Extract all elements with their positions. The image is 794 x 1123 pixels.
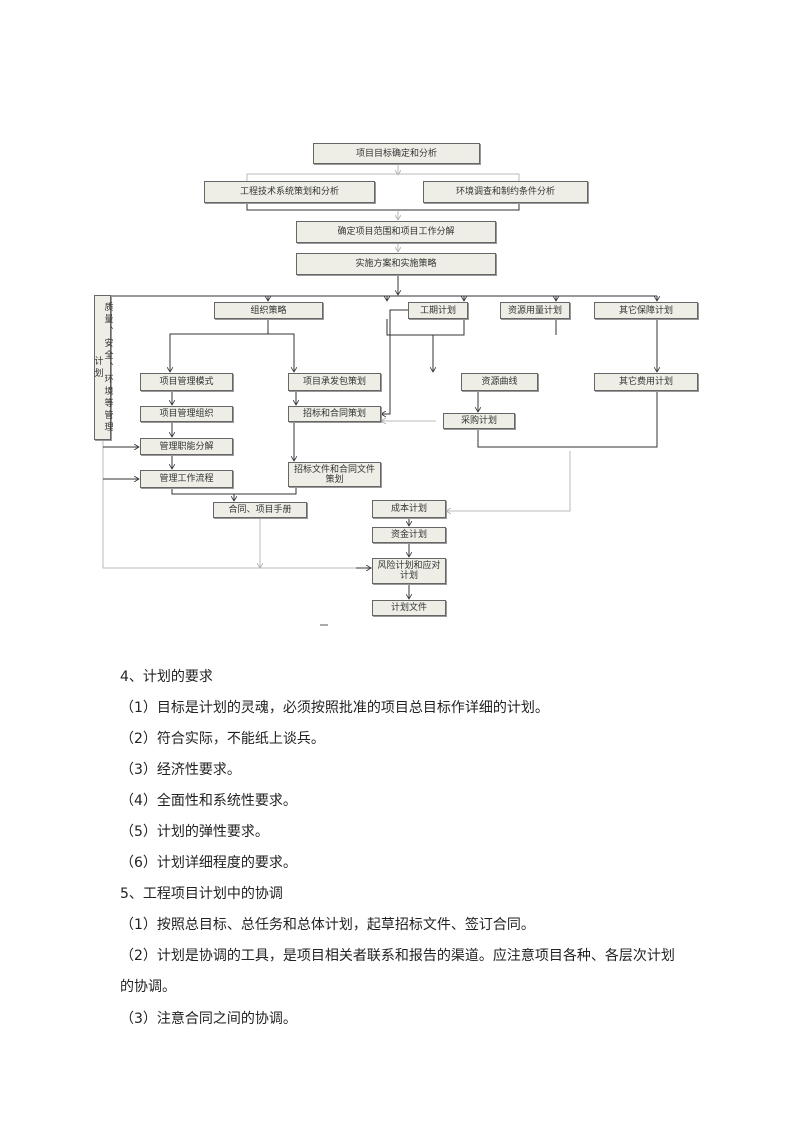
box-risk: 风险计划和应对计划	[372, 558, 446, 584]
requirement-1: （1）目标是计划的灵魂，必须按照批准的项目总目标作详细的计划。	[120, 700, 549, 716]
heading-coordination: 5、工程项目计划中的协调	[120, 886, 283, 902]
coordination-2-cont: 的协调。	[120, 979, 176, 995]
box-env-analysis: 环境调查和制约条件分析	[423, 181, 588, 203]
box-procurement: 采购计划	[443, 413, 515, 429]
requirement-4: （4）全面性和系统性要求。	[120, 793, 297, 809]
box-pm-org: 项目管理组织	[140, 406, 233, 422]
box-manual: 合同、项目手册	[213, 502, 307, 518]
box-bid-docs: 招标文件和合同文件策划	[288, 462, 381, 487]
flowchart-connectors	[0, 164, 794, 626]
box-workflow: 管理工作流程	[140, 470, 233, 488]
box-functions: 管理职能分解	[140, 438, 233, 455]
requirement-6: （6）计划详细程度的要求。	[120, 855, 297, 871]
box-other-guarantee: 其它保障计划	[594, 302, 698, 319]
requirement-5: （5）计划的弹性要求。	[120, 824, 269, 840]
box-goal: 项目目标确定和分析	[313, 143, 480, 164]
box-tech-planning: 工程技术系统策划和分析	[204, 181, 375, 203]
box-plan-docs: 计划文件	[372, 600, 446, 616]
box-pm-mode: 项目管理模式	[140, 373, 233, 391]
box-scope: 确定项目范围和项目工作分解	[296, 221, 496, 243]
box-org-strategy: 组织策略	[214, 302, 323, 319]
heading-plan-requirements: 4、计划的要求	[120, 669, 213, 685]
box-cost: 成本计划	[372, 500, 446, 518]
coordination-3: （3）注意合同之间的协调。	[120, 1011, 297, 1027]
requirement-3: （3）经济性要求。	[120, 762, 241, 778]
planning-flowchart: 项目目标确定和分析 工程技术系统策划和分析 环境调查和制约条件分析 确定项目范围…	[0, 143, 794, 626]
box-resource-curve: 资源曲线	[461, 373, 538, 391]
coordination-1: （1）按照总目标、总任务和总体计划，起草招标文件、签订合同。	[120, 917, 535, 933]
box-qse-plan: 质量、安全、环境等管理计划	[93, 295, 113, 440]
box-resource: 资源用量计划	[500, 302, 570, 319]
box-schedule: 工期计划	[408, 302, 468, 319]
box-contracting: 项目承发包策划	[288, 373, 381, 391]
box-bidding: 招标和合同策划	[288, 406, 381, 422]
coordination-2: （2）计划是协调的工具，是项目相关者联系和报告的渠道。应注意项目各种、各层次计划	[120, 948, 675, 964]
box-funds: 资金计划	[372, 527, 446, 543]
box-implementation: 实施方案和实施策略	[296, 253, 496, 275]
requirement-2: （2）符合实际，不能纸上谈兵。	[120, 731, 325, 747]
box-other-cost: 其它费用计划	[594, 373, 698, 391]
